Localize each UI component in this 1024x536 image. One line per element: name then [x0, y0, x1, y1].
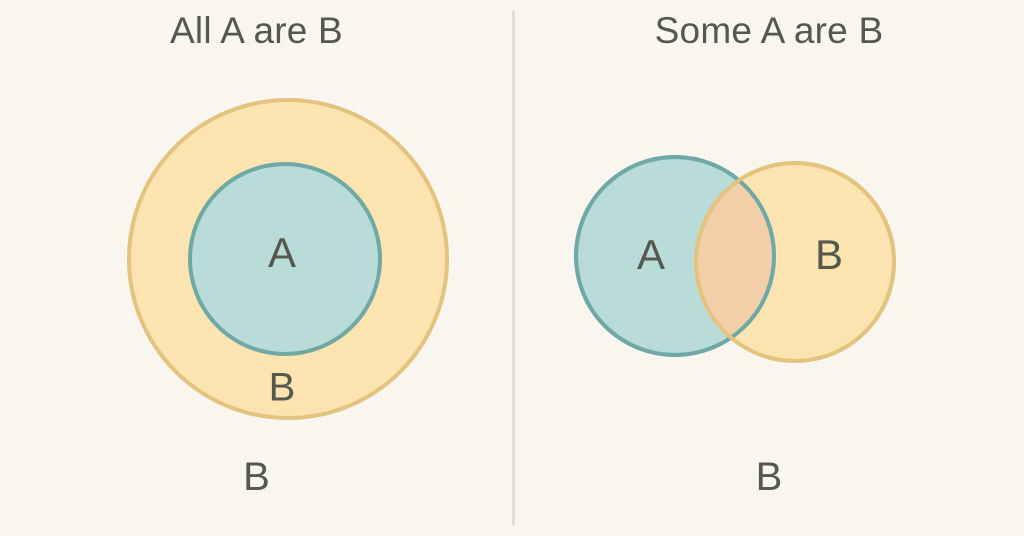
intersection-region [696, 163, 774, 355]
caption-right: B [755, 455, 783, 499]
label-set-b-right: B [815, 231, 843, 278]
panel-left-title: All A are B [170, 10, 343, 51]
panel-divider [512, 10, 515, 526]
panel-right-title: Some A are B [654, 10, 884, 51]
circle-set-a-right-outline [574, 155, 776, 357]
panel-some-a-are-b: Some A are B A B B [514, 0, 1024, 536]
circle-set-b-right-outline [694, 161, 896, 363]
label-set-a-left: A [268, 229, 296, 276]
circle-set-a-left [188, 162, 382, 356]
caption-left: B [243, 455, 270, 499]
venn-diagram-subset: A B [127, 98, 449, 420]
venn-diagram-overlap: A B [574, 155, 896, 363]
panel-all-a-are-b: All A are B A B B [127, 10, 449, 499]
label-set-b-left: B [269, 366, 296, 410]
label-set-a-right: A [637, 231, 665, 278]
